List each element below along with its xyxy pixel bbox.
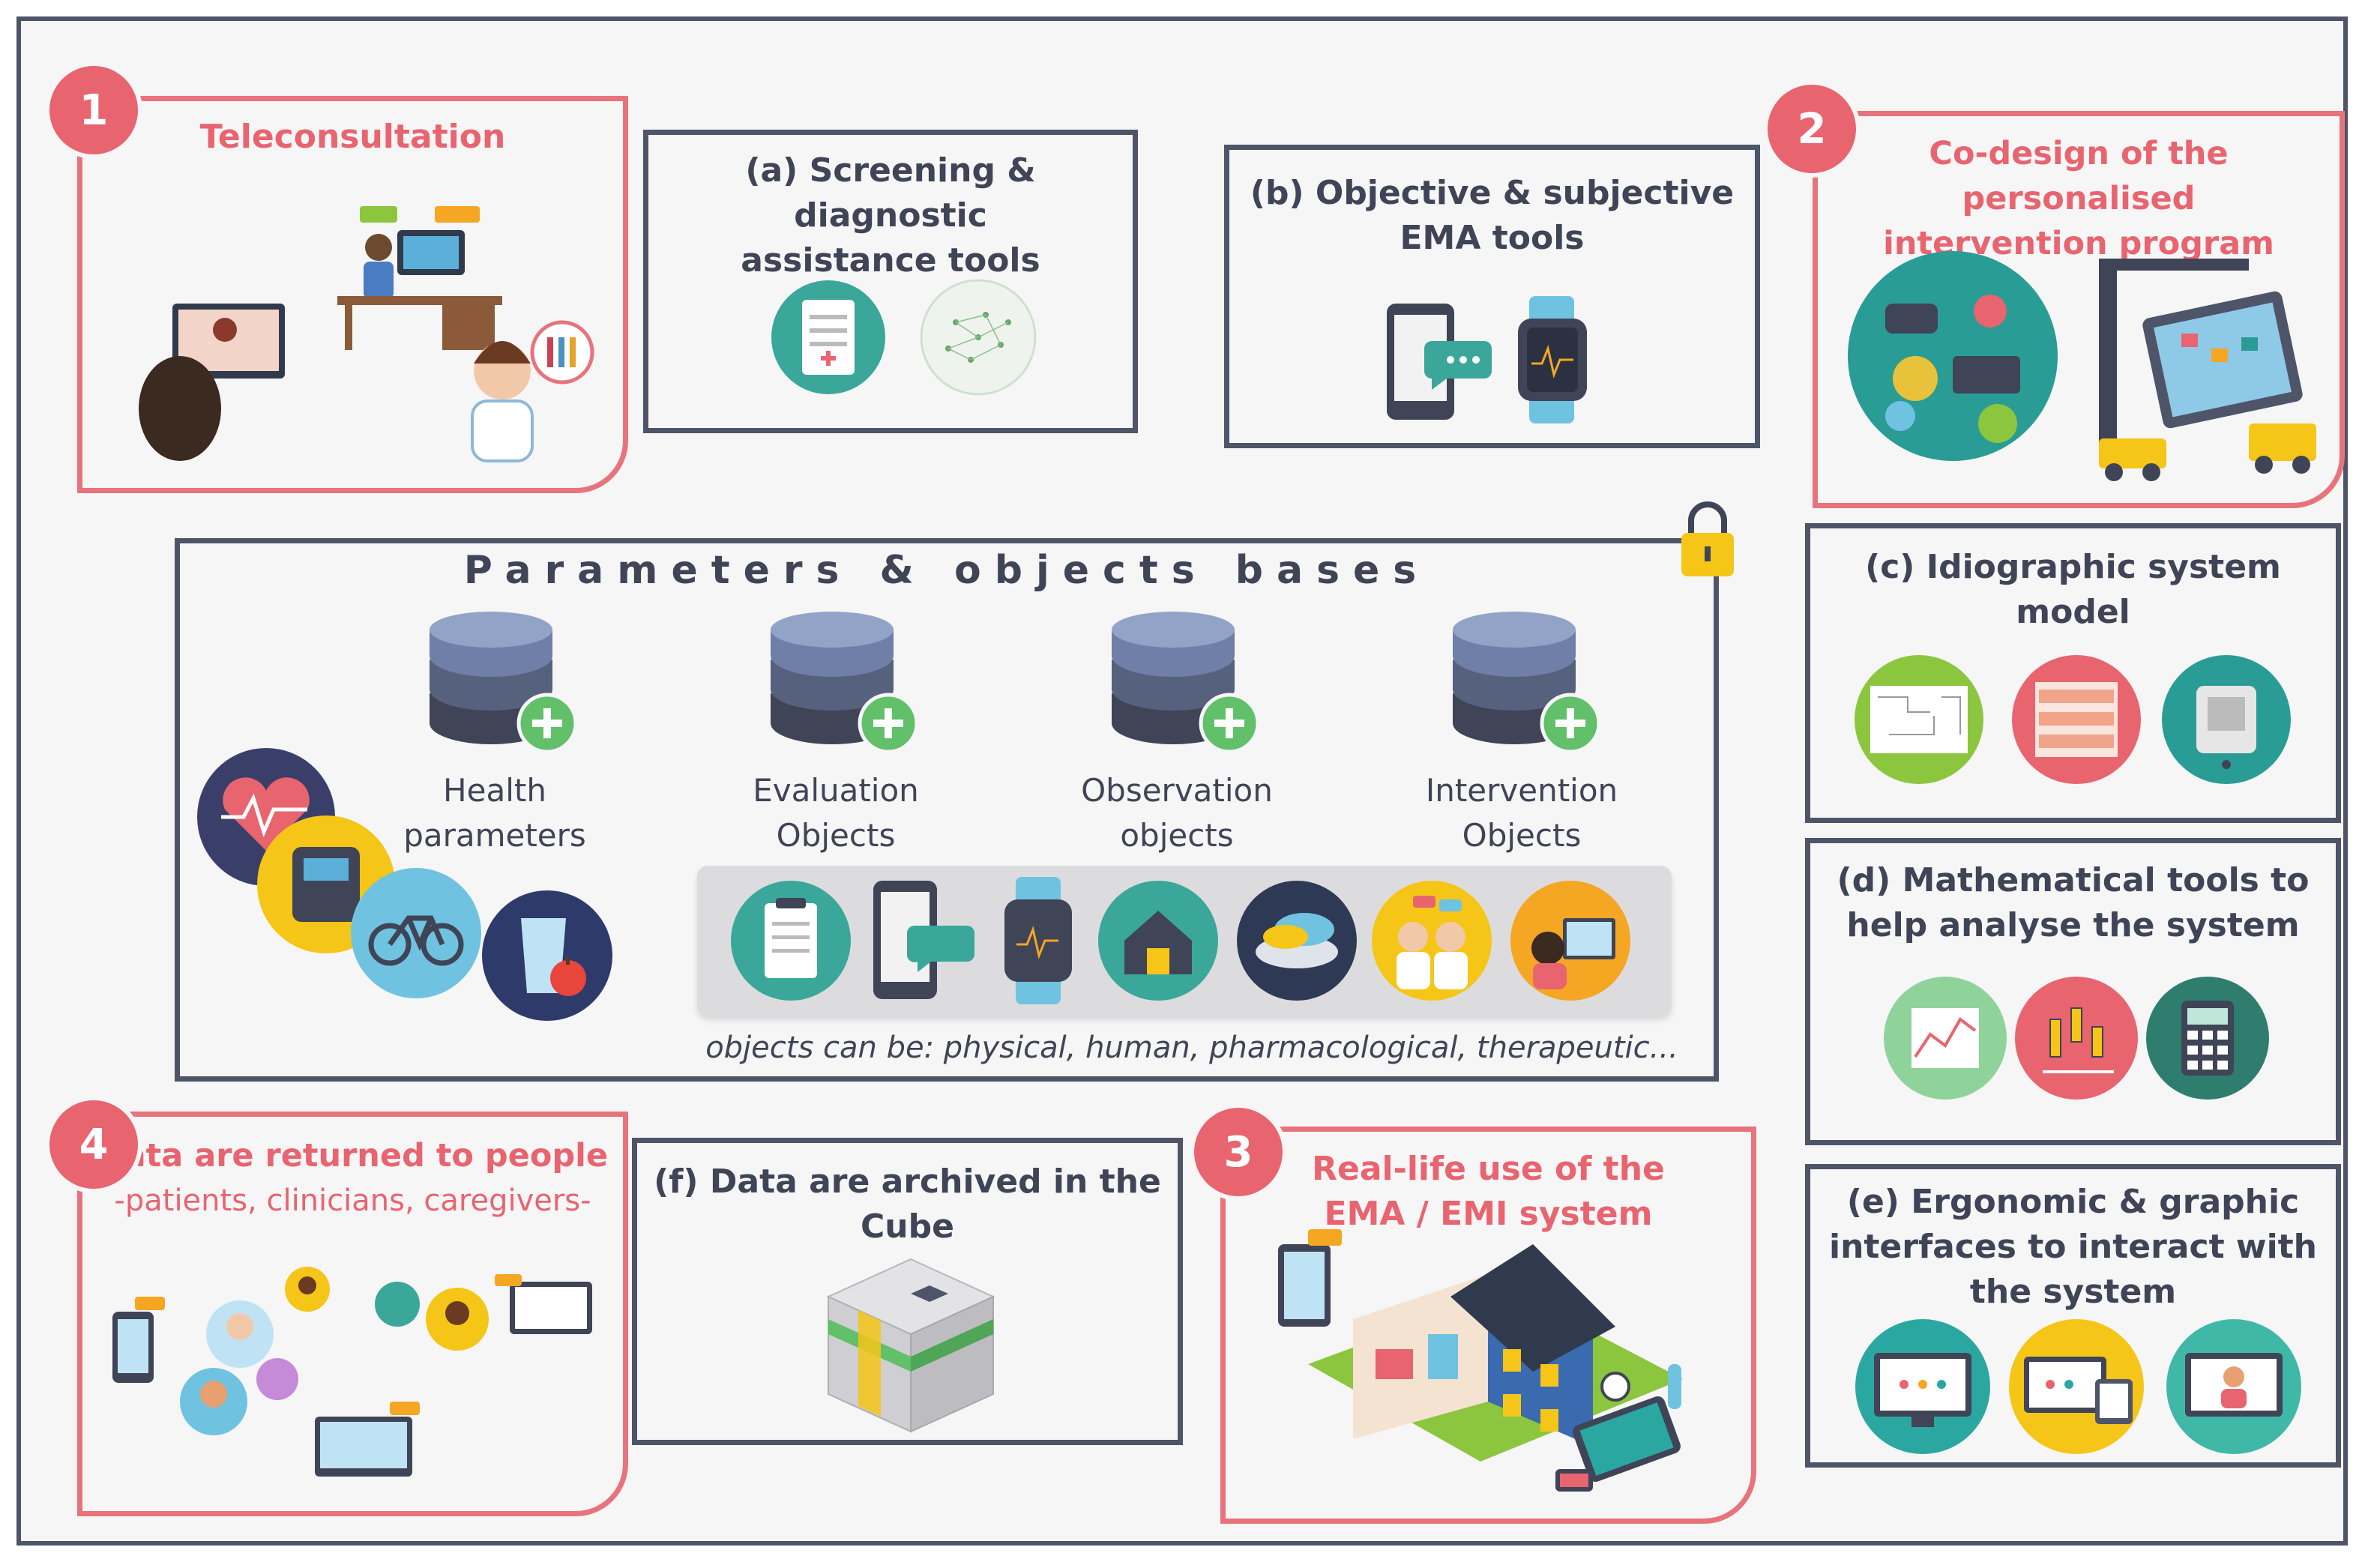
pills-icon <box>1237 881 1357 1001</box>
idiographic-panel: (c) Idiographic system model <box>1805 523 2341 823</box>
network-icon <box>920 279 1037 396</box>
teleconsultation-panel: Teleconsultation <box>77 96 628 493</box>
clipboard-icon <box>731 881 851 1001</box>
video-call-icon <box>1510 881 1630 1001</box>
screening-tools-panel: (a) Screening & diagnostic assistance to… <box>643 130 1138 433</box>
badge-2: 2 <box>1768 85 1856 173</box>
database-icon <box>1453 612 1601 753</box>
ema-tools-title-line1: (b) Objective & subjective <box>1250 174 1735 212</box>
ergonomic-panel: (e) Ergonomic & graphic interfaces to in… <box>1805 1164 2341 1468</box>
smartwatch-icon <box>1518 296 1587 423</box>
db-label-health: Health parameters <box>403 772 586 854</box>
objects-note: objects can be: physical, human, pharmac… <box>705 1031 1678 1065</box>
badge-1: 1 <box>49 66 138 154</box>
objects-strip <box>697 866 1672 1016</box>
graph-icon <box>1884 977 2007 1100</box>
phone-chat-icon <box>873 881 974 999</box>
ergonomic-title-line2: interfaces to interact with <box>1828 1228 2318 1266</box>
smartwatch-icon <box>1004 877 1072 1004</box>
people-network-icon <box>112 1267 592 1477</box>
chart-panel-icon <box>2012 655 2141 784</box>
math-tools-title-line2: help analyse the system <box>1846 906 2300 944</box>
construction-tablet-icon <box>2099 259 2316 481</box>
ergonomic-title-line1: (e) Ergonomic & graphic <box>1846 1183 2300 1221</box>
codesign-title-line1: Co-design of the personalised <box>1929 135 2229 217</box>
archived-title-line2: Cube <box>861 1207 954 1246</box>
db-label-evaluation: Evaluation Objects <box>753 772 919 854</box>
lock-icon <box>1681 501 1734 576</box>
data-returned-panel: Data are returned to people -patients, c… <box>77 1112 628 1516</box>
ema-tools-panel: (b) Objective & subjective EMA tools <box>1224 145 1760 448</box>
database-icon <box>771 612 919 753</box>
multi-device-icon <box>2009 1319 2144 1454</box>
badge-4: 4 <box>49 1100 138 1189</box>
screening-title-line2: assistance tools <box>741 241 1040 280</box>
monitor-icon <box>1855 1319 1990 1454</box>
reallife-title-line1: Real-life use of the <box>1312 1150 1665 1188</box>
candlestick-icon <box>2015 977 2138 1100</box>
badge-3: 3 <box>1194 1108 1283 1196</box>
teleconsultation-title: Teleconsultation <box>199 118 506 156</box>
calculator-icon <box>2146 977 2269 1100</box>
codesign-panel: Co-design of the personalised interventi… <box>1813 111 2345 508</box>
math-tools-title-line1: (d) Mathematical tools to <box>1837 861 2310 899</box>
telemedicine-scene-icon <box>139 206 594 462</box>
database-icon <box>1112 612 1260 753</box>
math-tools-panel: (d) Mathematical tools to help analyse t… <box>1805 838 2341 1145</box>
database-icon <box>430 612 578 753</box>
ergonomic-title-line3: the system <box>1969 1273 2177 1311</box>
returned-title-line1: Data are returned to people <box>97 1137 609 1175</box>
house-icon <box>1098 881 1218 1001</box>
phone-chat-icon <box>1387 304 1492 420</box>
water-glass-icon <box>482 890 612 1021</box>
ema-tools-title-line2: EMA tools <box>1400 219 1585 257</box>
screening-title-line1: (a) Screening & diagnostic <box>745 151 1036 235</box>
system-map-icon <box>1855 655 1983 784</box>
archived-title-line1: (f) Data are archived in the <box>654 1163 1161 1201</box>
checklist-icon <box>771 280 885 394</box>
returned-title-line2: -patients, clinicians, caregivers- <box>114 1183 591 1218</box>
bicycle-icon <box>351 868 481 998</box>
bases-title: Parameters & objects bases <box>463 548 1430 593</box>
db-label-intervention: Intervention Objects <box>1425 772 1618 854</box>
reallife-title-line2: EMA / EMI system <box>1324 1195 1653 1233</box>
parameters-objects-bases-panel: Parameters & objects bases <box>175 538 1719 1082</box>
data-archived-panel: (f) Data are archived in the Cube <box>632 1138 1183 1445</box>
diagram-frame: Teleconsultation 1 (a) Screening & diagn… <box>16 16 2348 1546</box>
real-life-panel: Real-life use of the EMA / EMI system <box>1220 1127 1756 1524</box>
cube-icon <box>826 1258 995 1433</box>
video-monitor-icon <box>2166 1319 2301 1454</box>
smart-house-icon <box>1278 1229 1683 1492</box>
doctors-icon <box>1372 881 1492 1001</box>
device-icon <box>2162 655 2291 784</box>
group-meeting-icon <box>1848 251 2058 461</box>
idiographic-title: (c) Idiographic system model <box>1865 548 2281 631</box>
db-label-observation: Observation objects <box>1081 772 1273 854</box>
